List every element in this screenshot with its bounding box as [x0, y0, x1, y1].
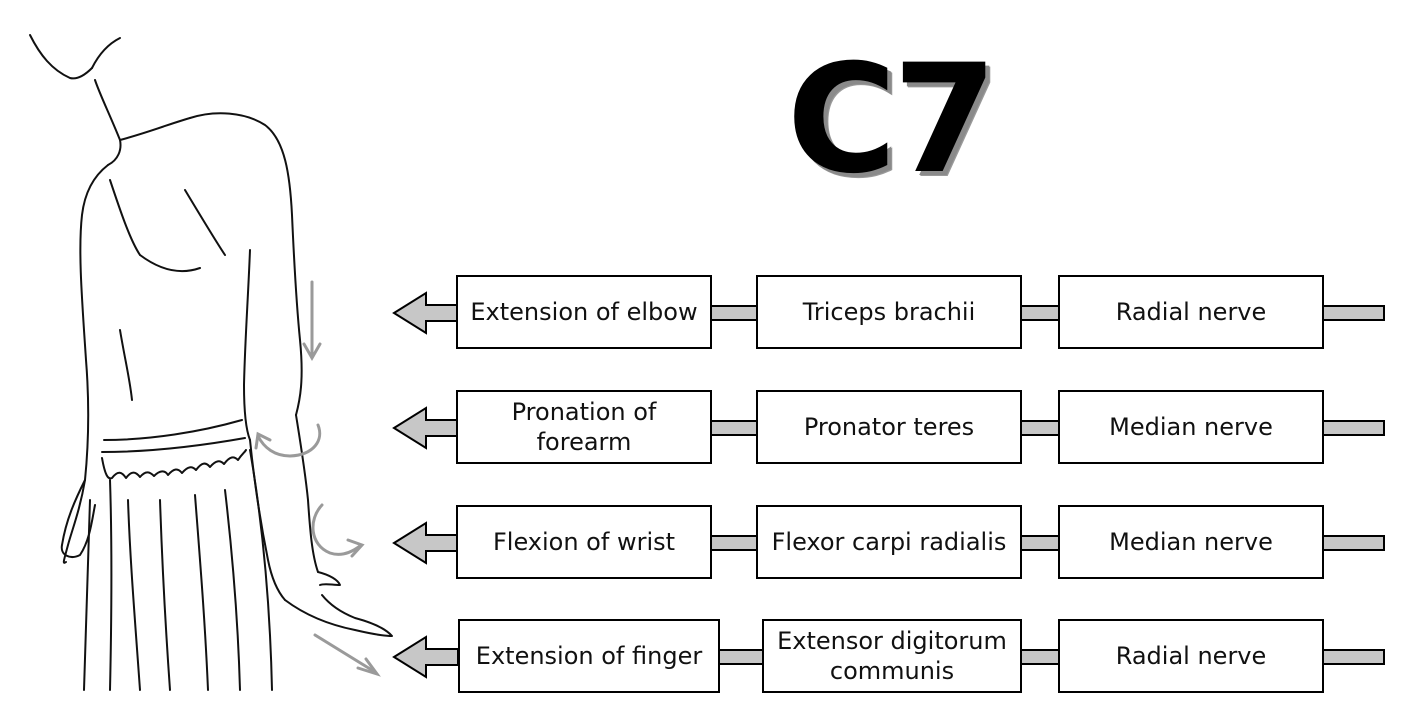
pathway-row-1: Extension of elbow Triceps brachii Radia… — [390, 275, 1385, 351]
pathway-row-2: Pronation of forearm Pronator teres Medi… — [390, 390, 1385, 466]
pathway-row-3: Flexion of wrist Flexor carpi radialis M… — [390, 505, 1385, 581]
connector-bar — [1020, 649, 1060, 665]
diagram-title: C7 — [786, 33, 997, 207]
action-box: Extension of elbow — [456, 275, 712, 349]
connector-bar — [1020, 305, 1060, 321]
nerve-box: Radial nerve — [1058, 275, 1324, 349]
pathway-row-4: Extension of finger Extensor digitorum c… — [390, 619, 1385, 695]
nerve-box: Median nerve — [1058, 505, 1324, 579]
nerve-box: Radial nerve — [1058, 619, 1324, 693]
muscle-box: Extensor digitorum communis — [762, 619, 1022, 693]
connector-bar — [710, 305, 758, 321]
connector-bar — [1322, 649, 1385, 665]
connector-bar — [1020, 420, 1060, 436]
connector-bar — [1020, 535, 1060, 551]
connector-bar — [718, 649, 764, 665]
nerve-box: Median nerve — [1058, 390, 1324, 464]
connector-bar — [710, 535, 758, 551]
left-arrow-icon — [392, 291, 459, 335]
action-box: Flexion of wrist — [456, 505, 712, 579]
muscle-box: Flexor carpi radialis — [756, 505, 1022, 579]
connector-bar — [1322, 305, 1385, 321]
action-box: Pronation of forearm — [456, 390, 712, 464]
connector-bar — [1322, 535, 1385, 551]
muscle-box: Pronator teres — [756, 390, 1022, 464]
muscle-box: Triceps brachii — [756, 275, 1022, 349]
torso-arm-illustration — [29, 34, 393, 691]
connector-bar — [710, 420, 758, 436]
connector-bar — [1322, 420, 1385, 436]
action-box: Extension of finger — [458, 619, 720, 693]
left-arrow-icon — [392, 406, 459, 450]
left-arrow-icon — [392, 521, 459, 565]
left-arrow-icon — [392, 635, 459, 679]
